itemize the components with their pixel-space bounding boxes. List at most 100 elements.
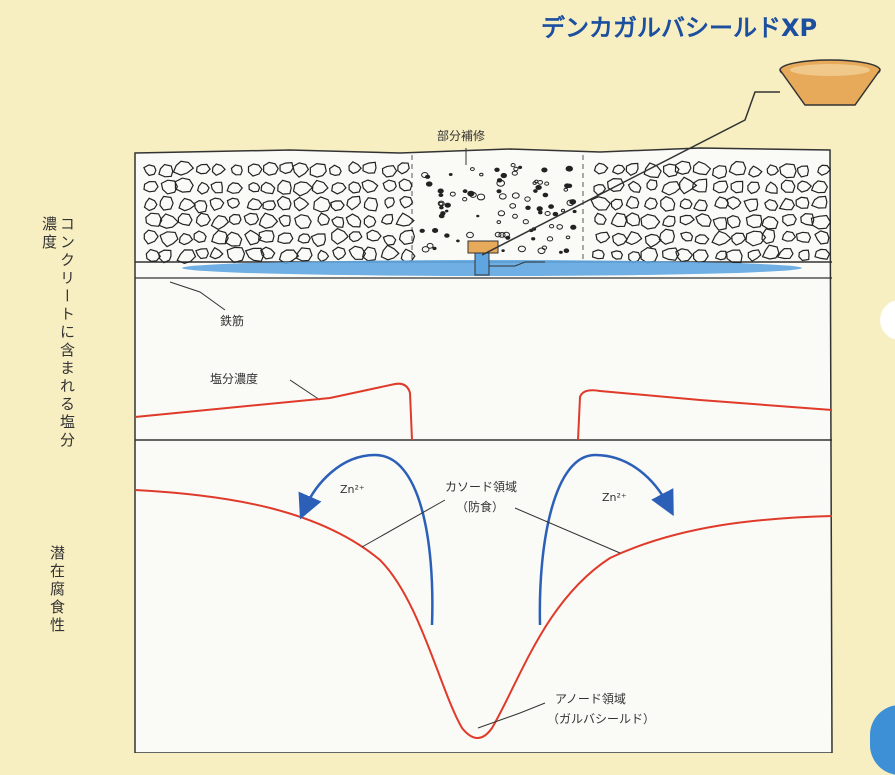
aggregate-dot xyxy=(445,209,449,213)
aggregate-stone xyxy=(317,212,331,226)
aggregate-dot xyxy=(498,193,507,200)
label-partial-repair: 部分補修 xyxy=(437,129,486,143)
aggregate-dot xyxy=(563,248,570,253)
aggregate-dot xyxy=(572,209,577,214)
aggregate-stone xyxy=(210,214,230,231)
aggregate-stone xyxy=(178,197,197,212)
aggregate-stone xyxy=(260,181,276,195)
aggregate-dot xyxy=(548,204,554,209)
aggregate-dot xyxy=(444,233,450,238)
aggregate-stone xyxy=(798,249,810,262)
aggregate-stone xyxy=(814,248,831,260)
aggregate-stone xyxy=(177,212,193,227)
aggregate-stone xyxy=(590,196,612,211)
aggregate-dot xyxy=(432,228,439,233)
label-anode-line1: アノード領域 xyxy=(555,692,626,706)
aggregate-stone xyxy=(366,229,382,242)
aggregate-stone xyxy=(244,247,265,263)
aggregate-stone xyxy=(292,162,310,178)
aggregate-stone xyxy=(610,250,624,260)
aggregate-dot xyxy=(549,224,555,229)
label-zn-left: Zn²⁺ xyxy=(340,483,365,496)
aggregate-stone xyxy=(714,196,730,209)
aggregate-dot xyxy=(476,193,486,201)
aggregate-stone xyxy=(395,212,415,227)
aggregate-stone xyxy=(679,214,695,226)
aggregate-dot xyxy=(565,235,571,240)
aggregate-dot xyxy=(542,192,549,198)
diagram: デンカガルバシールドXP コンクリートに含まれる塩分濃度 潜在腐食性 xyxy=(40,14,895,775)
diagram-svg xyxy=(134,59,881,753)
corrosion-curve xyxy=(134,489,833,739)
aggregate-stone xyxy=(277,179,292,195)
aggregate-stone xyxy=(380,244,400,261)
cathode-leader-right xyxy=(514,507,621,554)
aggregate-stone xyxy=(817,164,831,176)
aggregate-stone xyxy=(646,179,658,191)
aggregate-stone xyxy=(172,160,195,176)
aggregate-stone xyxy=(782,214,797,227)
aggregate-stone xyxy=(675,248,694,263)
aggregate-dot xyxy=(438,201,444,206)
aggregate-dot xyxy=(494,167,500,172)
aggregate-stone xyxy=(693,199,708,212)
aggregate-stone xyxy=(348,161,362,175)
aggregate-stone xyxy=(810,180,829,194)
aggregate-stone xyxy=(243,212,260,226)
aggregate-dot xyxy=(546,236,554,242)
aggregate-dot xyxy=(541,167,548,173)
aggregate-stone xyxy=(277,232,294,245)
aggregate-stone xyxy=(745,214,763,229)
aggregate-stone xyxy=(195,248,210,260)
aggregate-dot xyxy=(544,181,550,186)
aggregate-stone xyxy=(226,246,246,264)
aggregate-stone xyxy=(244,229,262,246)
aggregate-stone xyxy=(248,181,261,193)
aggregate-dot xyxy=(565,165,573,172)
callout-line xyxy=(481,91,780,256)
aggregate-dot xyxy=(426,242,434,249)
aggregate-stone xyxy=(795,231,812,243)
aggregate-dot xyxy=(476,214,480,218)
aggregate-stone xyxy=(195,163,211,175)
aggregate-dot xyxy=(467,190,475,197)
aggregate-stone xyxy=(658,228,676,245)
aggregate-stone xyxy=(764,181,778,194)
aggregate-stone xyxy=(260,246,276,260)
aggregate-dot xyxy=(531,237,536,241)
aggregate-stone xyxy=(397,162,410,175)
aggregate-stone xyxy=(761,228,776,245)
side-label-corrosion: 潜在腐食性 xyxy=(48,545,66,635)
aggregate-stone xyxy=(348,245,367,260)
aggregate-stone xyxy=(611,232,628,247)
aggregate-stone xyxy=(295,247,313,262)
side-label-chloride: コンクリートに含まれる塩分濃度 xyxy=(40,216,76,450)
aggregate-stone xyxy=(692,161,712,176)
aggregate-dot xyxy=(552,211,559,217)
aggregate-stone xyxy=(332,246,347,261)
aggregate-stone xyxy=(643,197,658,211)
aggregate-stone xyxy=(730,180,744,194)
aggregate-stone xyxy=(624,230,643,246)
aggregate-stone xyxy=(776,247,794,260)
aggregate-stone xyxy=(593,162,609,175)
aggregate-stone xyxy=(279,161,294,175)
aggregate-dot xyxy=(541,245,548,250)
aggregate-stone xyxy=(193,230,207,243)
aggregate-stone xyxy=(610,198,624,211)
aggregate-stone xyxy=(800,212,815,227)
aggregate-stone xyxy=(780,179,796,193)
aggregate-dot xyxy=(524,196,531,202)
aggregate-stone xyxy=(644,233,662,248)
aggregate-stone xyxy=(399,195,414,209)
chloride-curve-right xyxy=(577,389,833,441)
aggregate-dot xyxy=(569,199,577,205)
aggregate-dot xyxy=(425,181,433,187)
chloride-curve-left xyxy=(134,382,413,441)
aggregate-stone xyxy=(380,213,394,225)
anode-leader xyxy=(477,702,546,729)
aggregate-stone xyxy=(381,164,398,178)
label-anode-line2: （ガルバシールド） xyxy=(547,712,656,726)
aggregate-stone xyxy=(680,231,694,242)
aggregate-dot xyxy=(479,172,484,177)
